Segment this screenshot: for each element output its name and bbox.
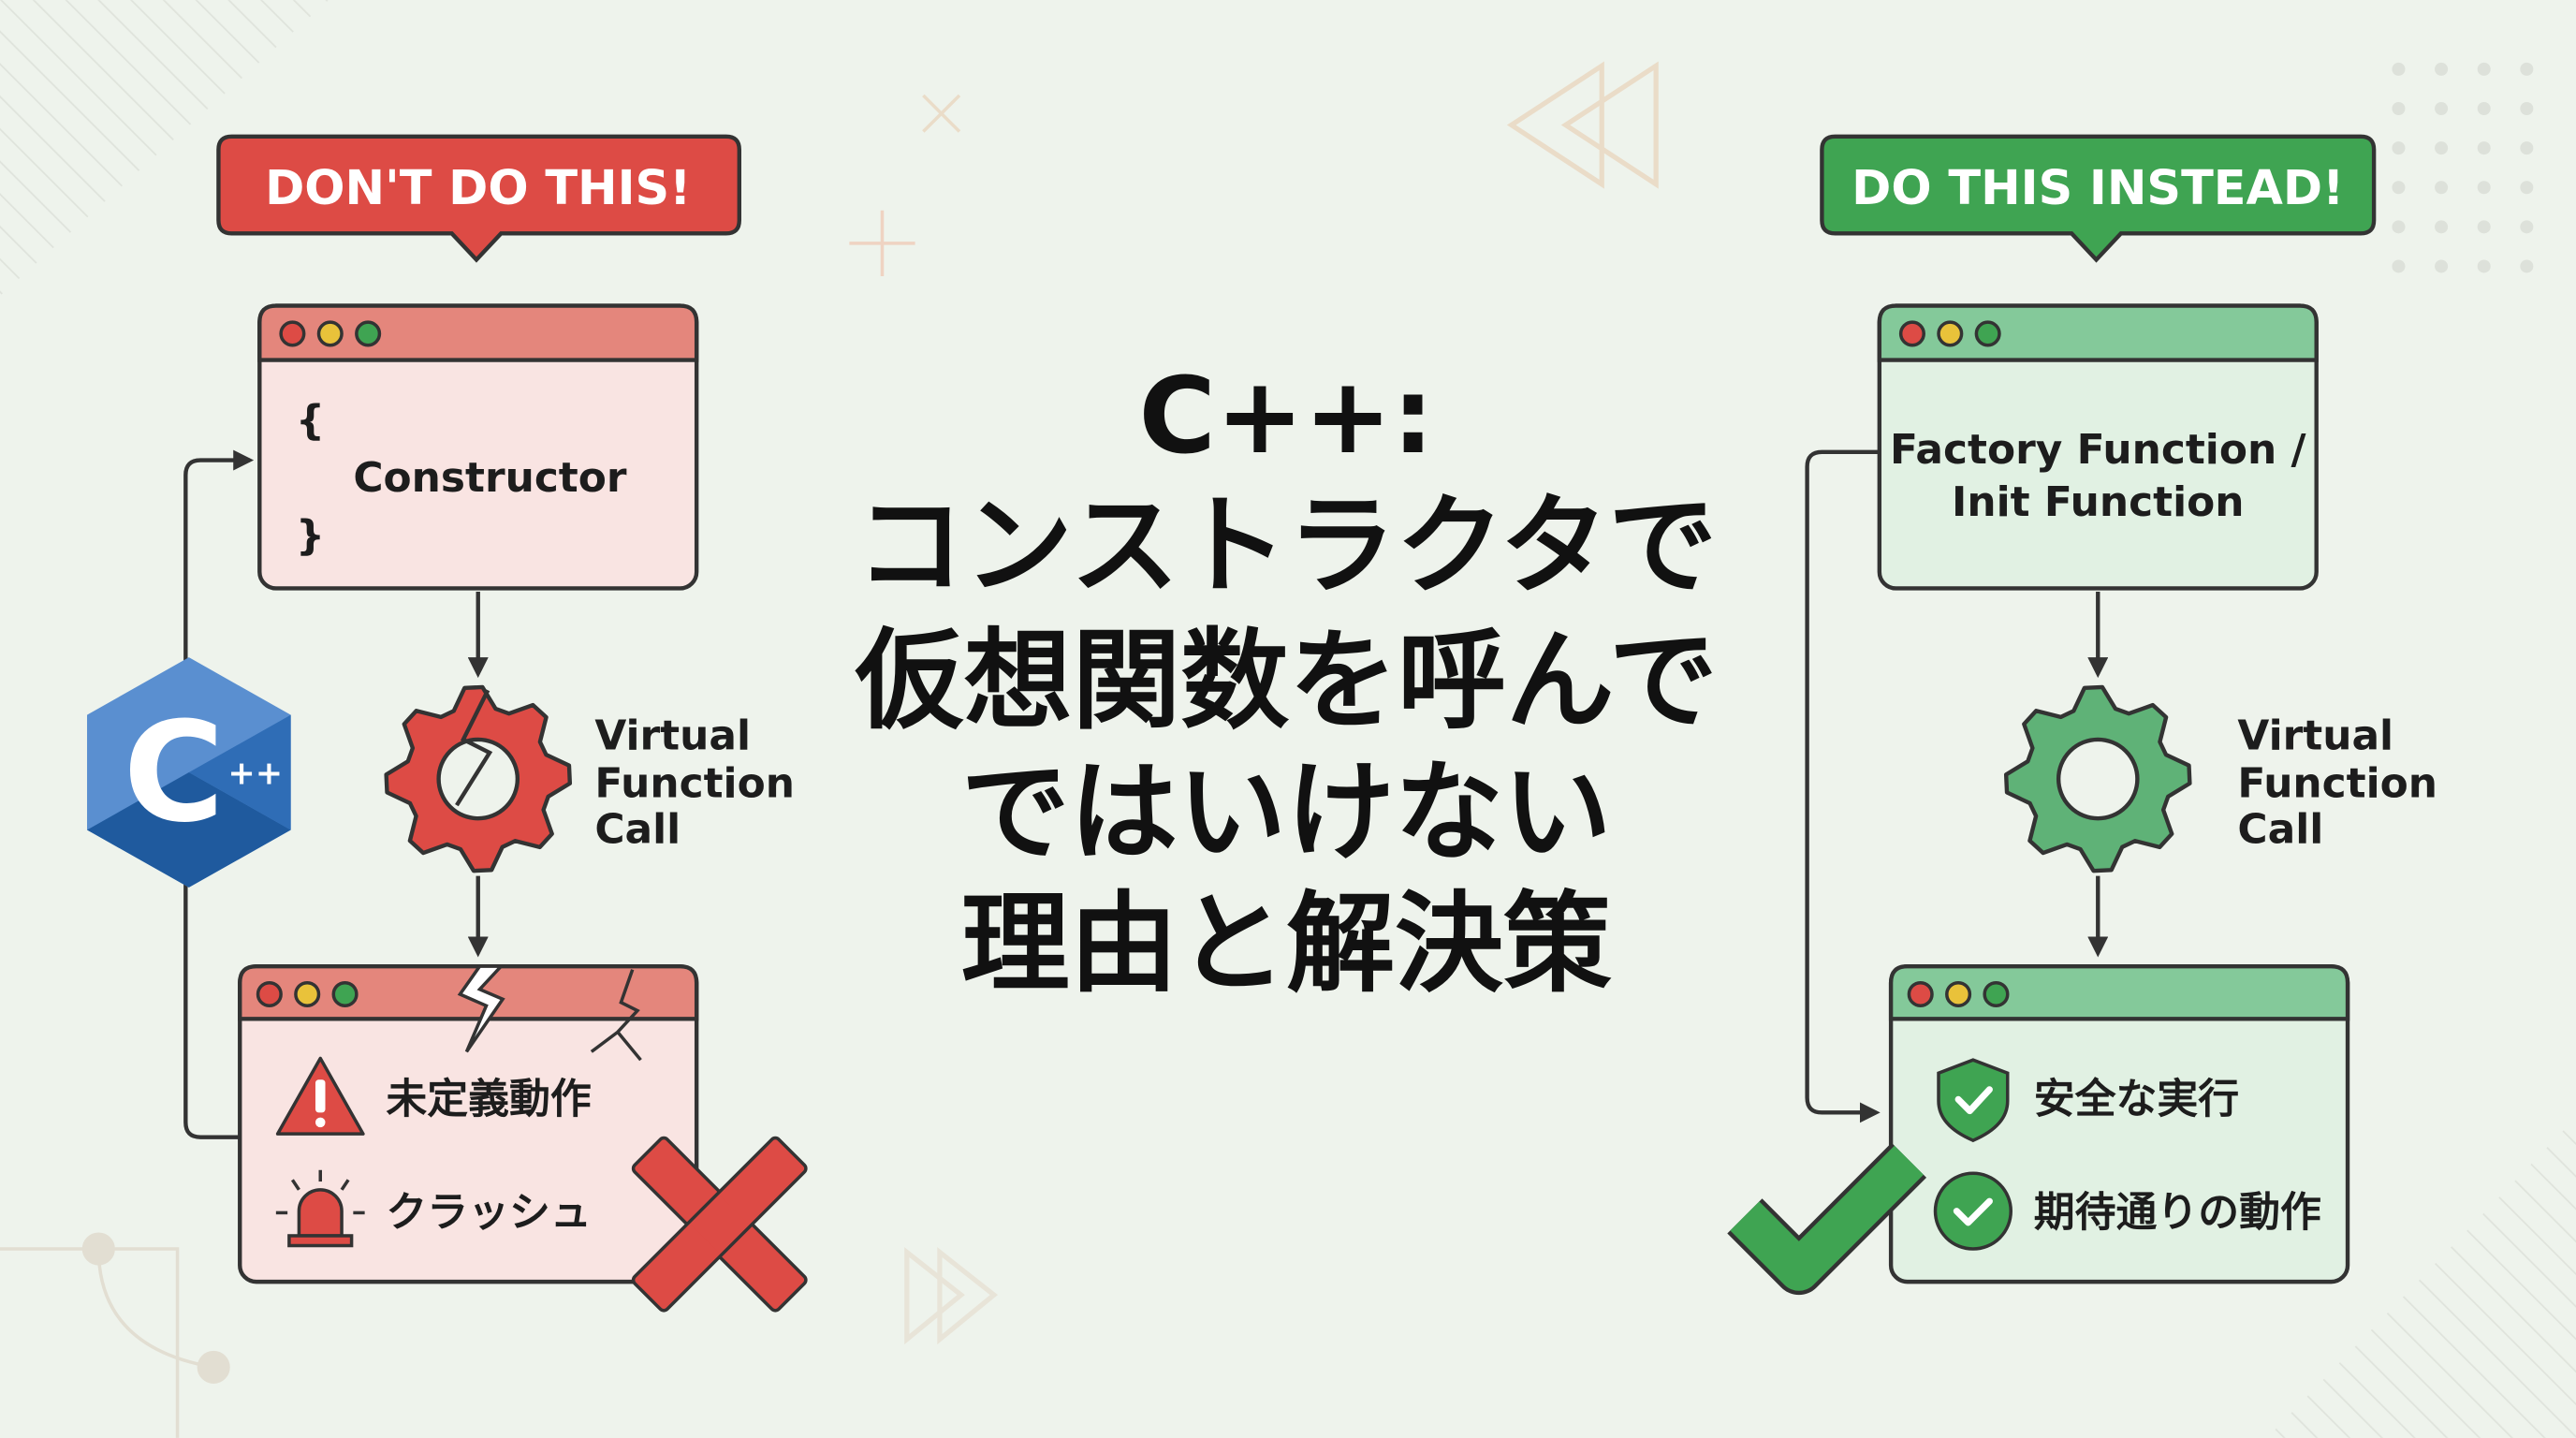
grid-dot — [2477, 220, 2491, 234]
grid-dot — [2520, 181, 2534, 195]
grid-dot — [2392, 220, 2406, 234]
title-line-1: C++: — [1138, 356, 1434, 477]
warning-icon — [275, 1056, 365, 1136]
grid-dot — [2520, 259, 2534, 273]
grid-dot — [2392, 62, 2406, 76]
grid-dot — [2435, 62, 2449, 76]
good-gear-label: Virtual Function Call — [2237, 712, 2452, 853]
loop-arrow-good — [1805, 449, 1881, 1123]
circuit-decoration — [0, 1232, 230, 1438]
window-dot-green — [355, 320, 382, 347]
red-x-icon — [631, 1136, 808, 1313]
gear-hole — [2056, 737, 2140, 821]
grid-dot — [2435, 259, 2449, 273]
grid-dot — [2435, 220, 2449, 234]
factory-function-label: Factory Function / — [1890, 426, 2306, 474]
play-triangles-decoration — [904, 1247, 999, 1345]
do-banner-text: DO THIS INSTEAD! — [1852, 161, 2344, 216]
cpp-logo-text: C++ — [123, 692, 284, 854]
factory-window: Factory Function / Init Function — [1877, 303, 2319, 591]
title-line-2: コンストラクタで — [856, 483, 1717, 609]
crash-label: クラッシュ — [386, 1188, 591, 1236]
siren-icon — [275, 1169, 365, 1248]
close-brace: } — [296, 511, 325, 559]
main-title: C++: コンストラクタで 仮想関数を呼んで ではいけない 理由と解決策 — [855, 356, 1718, 1007]
broken-gear-icon — [384, 684, 573, 873]
grid-dot — [2435, 101, 2449, 115]
title-line-5: 理由と解決策 — [961, 881, 1612, 1007]
expected-behavior-label: 期待通りの動作 — [2034, 1188, 2321, 1236]
init-function-label: Init Function — [1952, 478, 2244, 526]
cpp-logo: C++ — [87, 657, 291, 888]
grid-dot — [2520, 141, 2534, 155]
result-window: 安全な実行 期待通りの動作 — [1888, 963, 2350, 1284]
gear-hole — [436, 737, 520, 821]
grid-dot — [2477, 141, 2491, 155]
grid-dot — [2435, 141, 2449, 155]
grid-dot — [2477, 62, 2491, 76]
undefined-behavior-label: 未定義動作 — [386, 1075, 591, 1123]
grid-dot — [2477, 259, 2491, 273]
grid-dot — [2520, 220, 2534, 234]
plus-decoration — [849, 210, 915, 276]
gear-crack — [455, 689, 493, 807]
do-banner: DO THIS INSTEAD! — [1820, 134, 2377, 263]
constructor-window: { Constructor } — [257, 303, 699, 591]
rewind-triangles-decoration — [1506, 61, 1659, 189]
constructor-label: Constructor — [353, 454, 627, 502]
title-line-4: ではいけない — [961, 750, 1612, 876]
bad-gear-label: Virtual Function Call — [594, 712, 809, 853]
window-crack — [457, 964, 505, 1053]
grid-dot — [2392, 141, 2406, 155]
check-circle-icon — [1933, 1171, 2012, 1251]
dont-banner-text: DON'T DO THIS! — [265, 161, 691, 216]
grid-dot — [2477, 101, 2491, 115]
grid-dot — [2477, 181, 2491, 195]
window-crack-small — [590, 969, 642, 1062]
window-dot-red — [279, 320, 306, 347]
gear-icon — [2003, 684, 2192, 873]
grid-dot — [2392, 181, 2406, 195]
grid-dot — [2392, 101, 2406, 115]
x-decoration — [922, 94, 961, 133]
grid-dot — [2520, 62, 2534, 76]
big-check-icon — [1730, 1145, 1924, 1291]
dot-grid — [2392, 62, 2534, 273]
crash-window: 未定義動作 クラッシュ — [238, 963, 699, 1284]
title-line-3: 仮想関数を呼んで — [855, 618, 1718, 744]
grid-dot — [2392, 259, 2406, 273]
window-dot-yellow — [316, 320, 344, 347]
hatch-bottom-right — [2267, 1117, 2576, 1438]
open-brace: { — [296, 396, 325, 444]
grid-dot — [2435, 181, 2449, 195]
dont-banner: DON'T DO THIS! — [216, 134, 741, 263]
grid-dot — [2520, 101, 2534, 115]
safe-execution-label: 安全な実行 — [2034, 1075, 2239, 1123]
shield-check-icon — [1937, 1058, 2010, 1143]
